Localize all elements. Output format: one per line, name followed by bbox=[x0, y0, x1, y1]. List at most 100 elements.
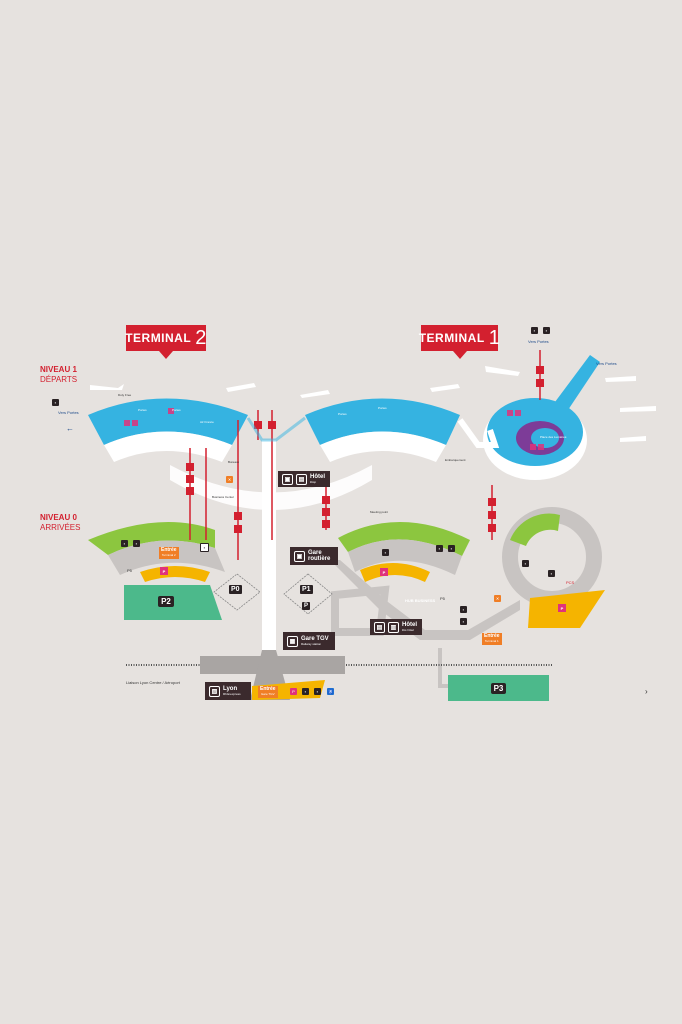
bed-icon: ▤ bbox=[296, 473, 307, 485]
vers-portes-top: Vers Portes bbox=[528, 339, 549, 344]
hotel-bottom-sub: ibis hôtel bbox=[402, 628, 414, 632]
connector-icons bbox=[186, 366, 544, 533]
terminal-1-label: TERMINAL 1 bbox=[418, 325, 500, 359]
entrance-tgv-label: Entrée bbox=[260, 686, 276, 692]
lyon-sub: Rhônexpress bbox=[223, 692, 241, 696]
embarquement: Embarquement bbox=[445, 458, 466, 462]
terminal-2-text: TERMINAL bbox=[125, 331, 192, 345]
entrance-t2: Entrée Terminal 2 bbox=[159, 547, 179, 559]
portes-d: Portes bbox=[378, 406, 387, 410]
gare-routiere-label: Gare bbox=[308, 550, 322, 556]
departure-link bbox=[246, 416, 306, 442]
arrow-left-icon: ← bbox=[66, 424, 74, 433]
parking-pin-t1: P bbox=[380, 568, 388, 576]
parking-icon-tgv: P bbox=[290, 688, 297, 695]
parking-p1: P1 bbox=[300, 585, 313, 594]
entrance-t1-sub: Terminal 1 bbox=[484, 639, 499, 643]
entrance-t1: Entrée Terminal 1 bbox=[482, 633, 502, 645]
p5-label-b: P5 bbox=[440, 596, 445, 601]
bus-icon-tgv: ▪ bbox=[314, 688, 321, 695]
t1-arrivals bbox=[338, 521, 470, 556]
atm-icon: ▪ bbox=[522, 560, 529, 567]
business-center: Business Center bbox=[212, 495, 235, 499]
phone-icon: ▪ bbox=[548, 570, 555, 577]
p3-badge: P3 bbox=[490, 682, 507, 694]
taxi-icon: ▪ bbox=[121, 540, 128, 547]
vers-portes-right: Vers Portes bbox=[596, 361, 617, 366]
portes-b: Portes bbox=[172, 408, 181, 412]
hotel-top-sub: ibisp bbox=[310, 480, 317, 484]
level-1-subtitle: DÉPARTS bbox=[40, 375, 78, 384]
level-1-title: NIVEAU 1 bbox=[40, 365, 77, 374]
bed-icon-2: ▥ bbox=[388, 621, 399, 633]
entrance-tgv-sub: Gare TGV bbox=[260, 692, 275, 696]
baggage-icon: ▪ bbox=[448, 545, 455, 552]
terminal-2-label: TERMINAL 2 bbox=[125, 325, 207, 359]
t1-link bbox=[457, 418, 500, 448]
tram-icon: ▧ bbox=[209, 685, 220, 697]
next-chevron-icon[interactable]: › bbox=[645, 687, 648, 696]
shop-blocks bbox=[124, 408, 544, 450]
t1-arrival-ring-green bbox=[510, 513, 560, 546]
t1-yellow-zone bbox=[528, 590, 605, 628]
entrance-t2-sub: Terminal 2 bbox=[161, 553, 176, 557]
t2-departures-gates bbox=[88, 398, 248, 445]
parking-pmini: P bbox=[302, 602, 311, 610]
hub-business: HUB BUSINESS bbox=[405, 598, 436, 603]
t1-yellow-parking bbox=[360, 562, 430, 582]
p2-badge: P2 bbox=[158, 595, 174, 607]
info-icon: ▪ bbox=[436, 545, 443, 552]
bus-icon: ▣ bbox=[282, 473, 293, 485]
terminal-2-number: 2 bbox=[195, 326, 207, 349]
pcs-label: PCS bbox=[566, 580, 575, 585]
terminal-1-text: TERMINAL bbox=[418, 331, 485, 345]
parking-p2: P2 bbox=[148, 592, 184, 610]
portes-a: Portes bbox=[138, 408, 147, 412]
place-des-lumieres: Place des Lumières bbox=[540, 435, 567, 439]
p0-diamond bbox=[213, 573, 261, 611]
road-p3 bbox=[438, 648, 448, 688]
p5-label-a: P5 bbox=[127, 568, 132, 573]
orange-x-icon-t1: ✕ bbox=[494, 595, 501, 602]
bus-stop-icon: ▪ bbox=[200, 543, 209, 552]
t2-arrivals bbox=[88, 522, 215, 555]
taxi-icon-t1: ▪ bbox=[460, 606, 467, 613]
wifi-icon: ▪ bbox=[531, 327, 538, 334]
t2-departures-floor bbox=[104, 431, 232, 462]
entrance-tgv: Entrée Gare TGV bbox=[258, 686, 278, 698]
orange-x-icon: ✕ bbox=[226, 476, 233, 483]
t1-pier bbox=[555, 355, 600, 410]
level-0-subtitle: ARRIVÉES bbox=[40, 523, 81, 532]
t1-satellite-inner bbox=[531, 428, 559, 448]
luggage-icon: ▪ bbox=[382, 549, 389, 556]
wheelchair-icon: ♿ bbox=[327, 688, 334, 695]
gare-tgv-sub: Railway station bbox=[301, 642, 322, 646]
entrance-t1-label: Entrée bbox=[484, 633, 500, 639]
parking-pin-t2: P bbox=[160, 567, 168, 575]
t1-arrivals-grey bbox=[348, 539, 462, 575]
plane-icons bbox=[90, 366, 656, 442]
lyon-label: Lyon bbox=[223, 686, 238, 692]
entrance-t2-label: Entrée bbox=[161, 547, 177, 553]
train-icon: ▦ bbox=[287, 635, 298, 647]
duty-free: Duty Free bbox=[118, 393, 132, 397]
portes-c: Portes bbox=[338, 412, 347, 416]
car-icon-t1: ▪ bbox=[460, 618, 467, 625]
car-rental-icon: ▪ bbox=[133, 540, 140, 547]
building-icon: ▤ bbox=[374, 621, 385, 633]
t2-yellow-parking bbox=[140, 566, 210, 582]
parking-p3: P3 bbox=[448, 675, 549, 701]
parking-p0: P0 bbox=[229, 585, 242, 594]
road-network bbox=[330, 560, 520, 640]
bureaux: Bureaux bbox=[228, 460, 240, 464]
hotel-top-label: Hôtel bbox=[310, 474, 325, 480]
t1-departures-gates bbox=[305, 398, 460, 445]
air-france: Air France bbox=[200, 420, 214, 424]
gare-routiere-label2: routière bbox=[308, 556, 331, 562]
